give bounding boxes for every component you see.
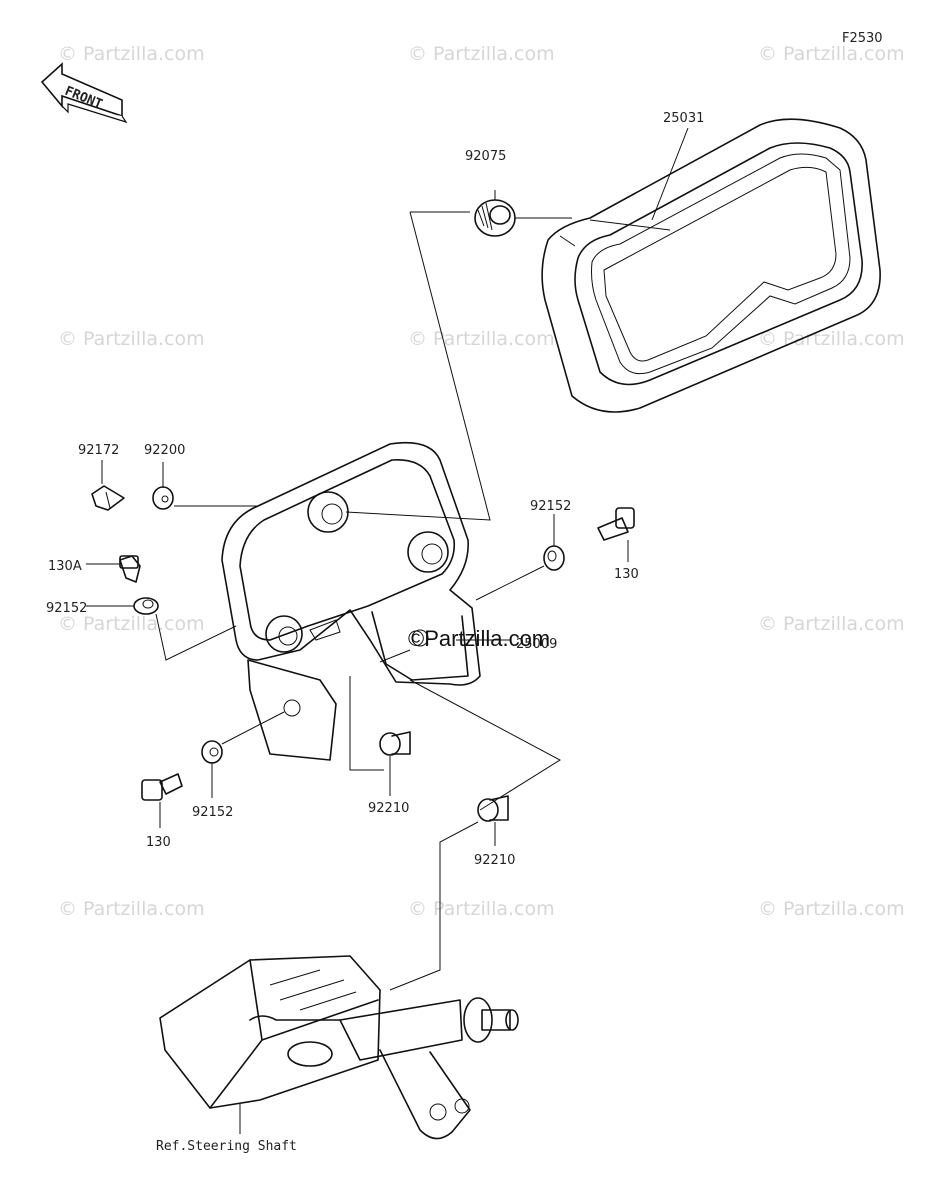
watermark: © Partzilla.com	[58, 43, 205, 65]
watermark: © Partzilla.com	[758, 328, 905, 350]
ref-steering-shaft-note: Ref.Steering Shaft	[156, 1139, 297, 1154]
leader-lines	[86, 127, 689, 1134]
watermark: © Partzilla.com	[758, 43, 905, 65]
label-25031: 25031	[663, 111, 704, 126]
washer-92200	[152, 486, 174, 510]
watermark: © Partzilla.com	[408, 328, 555, 350]
grommet-92075	[474, 199, 516, 237]
meter-bracket	[221, 441, 481, 761]
watermark: © Partzilla.com	[758, 898, 905, 920]
bolt-130-right	[597, 507, 635, 541]
grommet-92210-mid	[379, 731, 411, 756]
meter-assembly	[541, 118, 881, 413]
collar-92152-left	[133, 597, 159, 615]
watermarks: © Partzilla.com © Partzilla.com © Partzi…	[58, 43, 905, 920]
watermark: © Partzilla.com	[408, 898, 555, 920]
watermark: © Partzilla.com	[58, 613, 205, 635]
part-labels: 25031 92075 92172 92200 130A 92152 92152…	[46, 111, 704, 1154]
label-92200: 92200	[144, 443, 185, 458]
label-130A: 130A	[48, 559, 82, 574]
brand-watermark: ©Partzilla.com	[408, 626, 550, 651]
label-25009: 25009	[516, 637, 557, 652]
bolt-130-bottom	[141, 773, 183, 801]
collar-92152-bottom	[201, 740, 223, 764]
figure-code: F2530	[842, 31, 883, 46]
label-92172: 92172	[78, 443, 119, 458]
collar-92152-right	[543, 545, 565, 571]
watermark: © Partzilla.com	[408, 43, 555, 65]
watermark: © Partzilla.com	[758, 613, 905, 635]
screw-92172	[91, 485, 125, 511]
label-92152-right: 92152	[530, 499, 571, 514]
bolt-130A	[119, 555, 141, 583]
label-92152-left: 92152	[46, 601, 87, 616]
watermark: © Partzilla.com	[58, 328, 205, 350]
label-92210-mid: 92210	[368, 801, 409, 816]
label-92152-bottom: 92152	[192, 805, 233, 820]
watermark: © Partzilla.com	[58, 898, 205, 920]
label-130-bottom: 130	[146, 835, 171, 850]
label-92075: 92075	[465, 149, 506, 164]
label-92210-low: 92210	[474, 853, 515, 868]
steering-shaft	[159, 955, 519, 1140]
label-130-right: 130	[614, 567, 639, 582]
front-arrow-icon: FRONT	[40, 62, 128, 124]
